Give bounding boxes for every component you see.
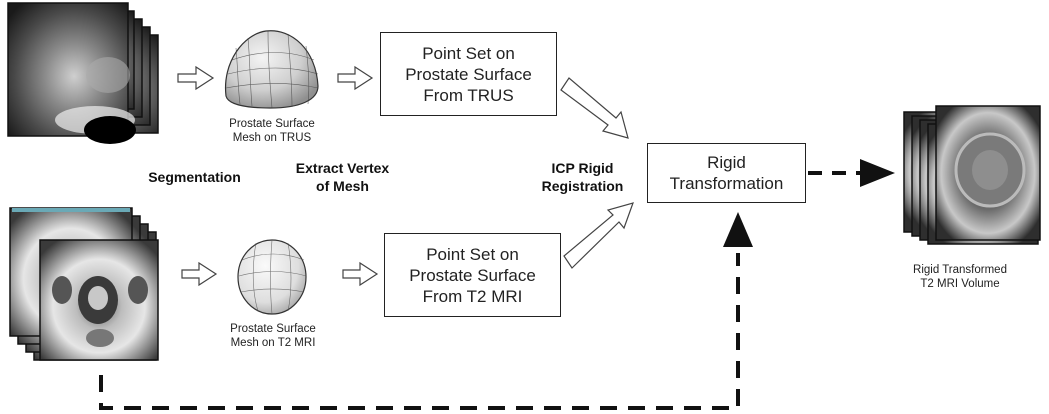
point-set-trus-box: Point Set on Prostate Surface From TRUS: [380, 32, 557, 116]
dashed-arrow-output: [808, 159, 895, 187]
mri-image-stack: [9, 207, 159, 361]
trus-mesh: [224, 30, 319, 109]
rigid-transformation-box: Rigid Transformation: [647, 143, 806, 203]
point-set-mri-box: Point Set on Prostate Surface From T2 MR…: [384, 233, 561, 317]
diagonal-arrow-mri: [563, 202, 634, 269]
output-image-stack: [903, 105, 1041, 245]
trus-image-stack: [7, 2, 159, 144]
diagonal-arrow-trus: [560, 77, 629, 139]
output-caption: Rigid Transformed T2 MRI Volume: [913, 264, 1007, 290]
feedback-arrowhead: [723, 212, 753, 247]
segmentation-label: Segmentation: [148, 169, 241, 185]
extract-vertex-label: Extract Vertex of Mesh: [295, 160, 390, 194]
icp-label: ICP Rigid Registration: [541, 160, 624, 194]
mesh-mri-caption: Prostate Surface Mesh on T2 MRI: [230, 323, 316, 349]
dashed-feedback-loop: [99, 253, 740, 410]
mesh-trus-caption: Prostate Surface Mesh on TRUS: [229, 118, 315, 144]
hollow-arrow: [177, 65, 379, 287]
mri-mesh: [237, 239, 307, 315]
